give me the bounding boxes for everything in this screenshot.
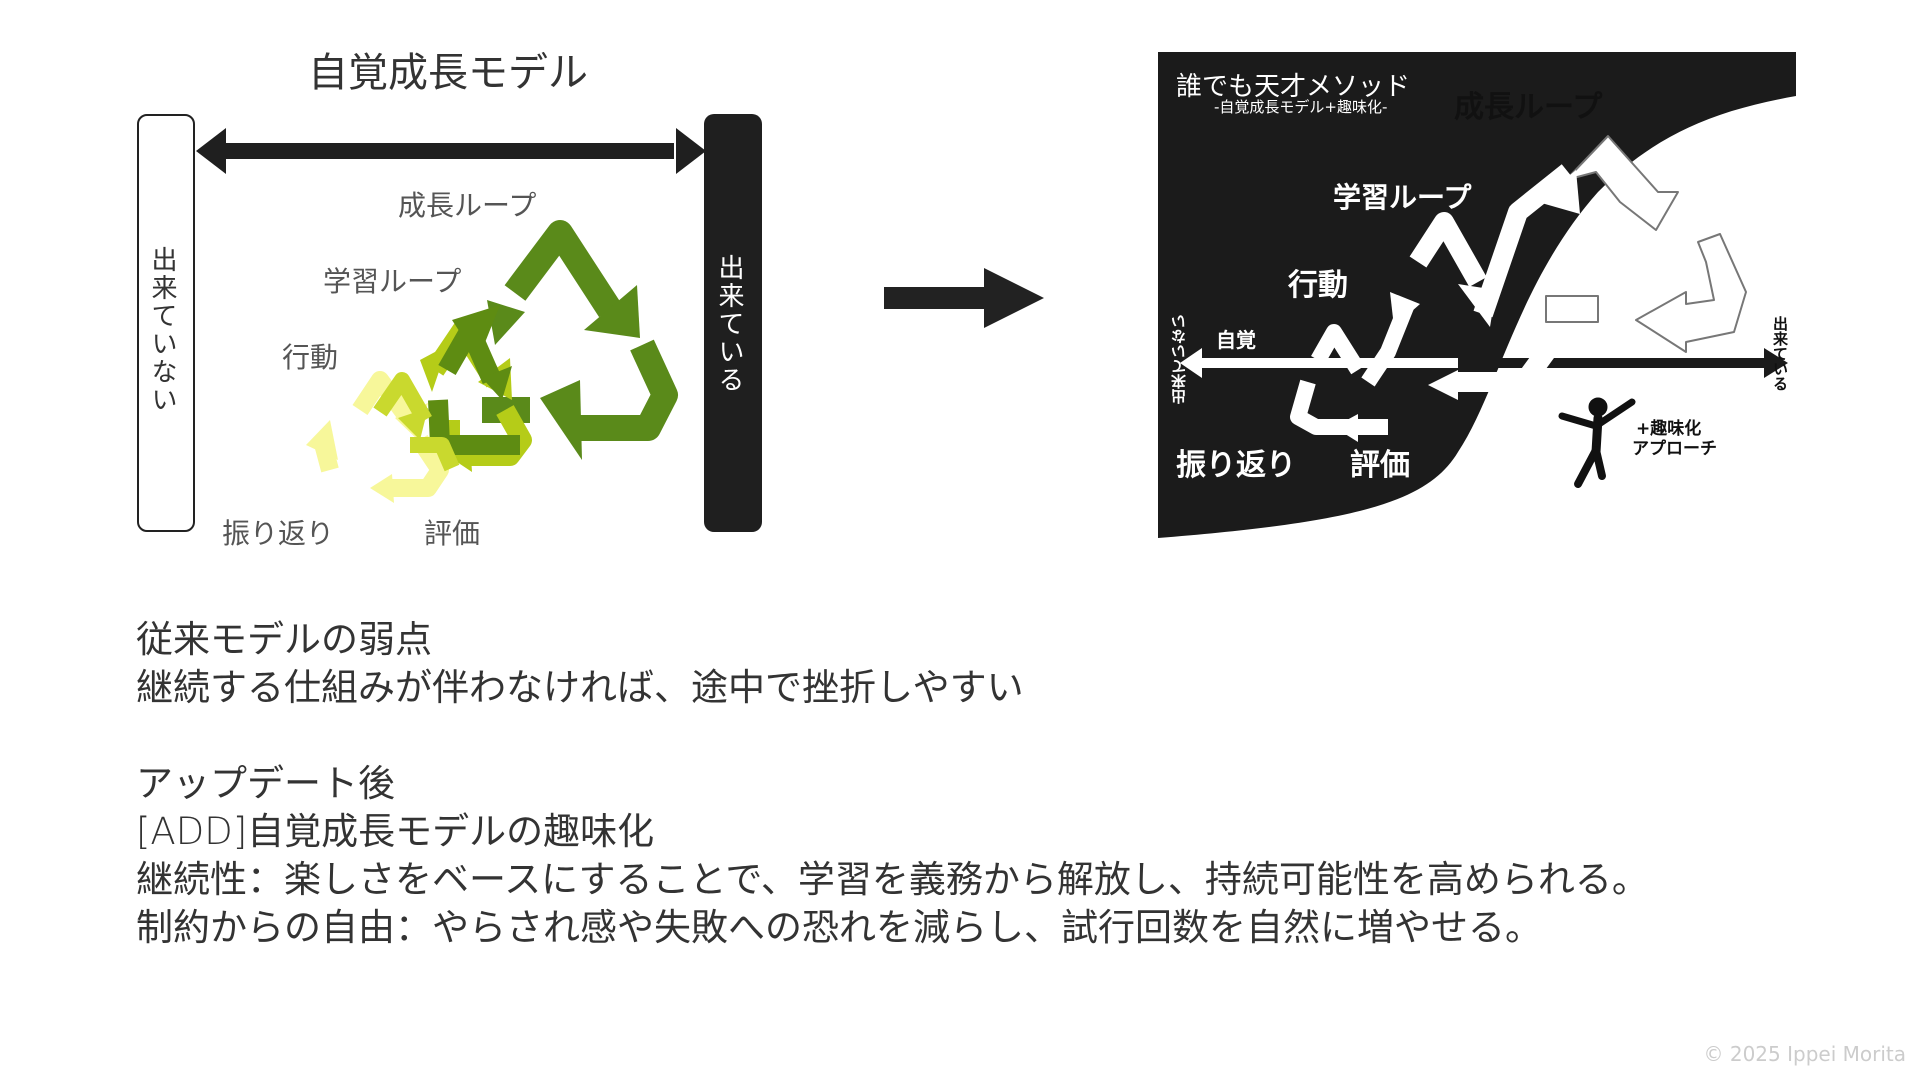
method-subtitle: -自覚成長モデル+趣味化-: [1214, 98, 1388, 116]
right-learning-loop-label: 学習ループ: [1333, 181, 1472, 214]
right-evaluation-label: 評価: [1350, 448, 1410, 483]
method-title: 誰でも天才メソッド: [1176, 72, 1411, 102]
body-text: 従来モデルの弱点 継続する仕組みが伴わなければ、途中で挫折しやすい アップデート…: [136, 616, 1649, 952]
right-learning-loop-icon: [1409, 164, 1575, 392]
awareness-label: 自覚: [1216, 328, 1256, 352]
genius-method-diagram: 誰でも天才メソッド -自覚成長モデル+趣味化- 成長ループ 学習ループ 行動 自…: [1158, 52, 1796, 538]
body-line-5: [ADD]自覚成長モデルの趣味化: [136, 810, 655, 853]
action-loop-icon: [313, 371, 449, 497]
double-arrow-icon: [196, 128, 706, 174]
copyright: © 2025 Ippei Morita: [1703, 1042, 1907, 1066]
right-action-arrowheads: [1334, 292, 1420, 442]
genius-method-graphics: [1158, 52, 1796, 538]
right-learning-arrowheads: [1428, 170, 1580, 400]
right-action-label: 行動: [1288, 268, 1348, 303]
learning-loop-label: 学習ループ: [323, 265, 462, 298]
not-done-bar: 出来ていない: [137, 114, 195, 532]
right-growth-loop-icon: [1545, 135, 1747, 353]
done-label: 出来ている: [714, 254, 744, 394]
action-label: 行動: [282, 341, 339, 374]
right-arrow-icon: [884, 268, 1044, 328]
hobby-approach-label-1: +趣味化: [1636, 419, 1702, 439]
reflection-label: 振り返り: [222, 517, 335, 550]
axis-left-label: 出来ていない: [1170, 314, 1188, 404]
person-icon: [1558, 397, 1636, 488]
right-reflection-label: 振り返り: [1176, 448, 1296, 483]
evaluation-label: 評価: [424, 517, 481, 550]
body-line-1: 従来モデルの弱点: [136, 618, 432, 661]
body-line-3: [136, 712, 1649, 760]
axis-right-label: 出来ている: [1771, 316, 1789, 391]
body-line-2: 継続する仕組みが伴わなければ、途中で挫折しやすい: [136, 666, 1024, 709]
right-growth-loop-label: 成長ループ: [1454, 90, 1603, 125]
body-line-6: 継続性：楽しさをベースにすることで、学習を義務から解放し、持続可能性を高められる…: [136, 858, 1649, 901]
not-done-label: 出来ていない: [147, 246, 177, 414]
left-diagram-title: 自覚成長モデル: [308, 50, 588, 96]
hobby-approach-label-2: アプローチ: [1632, 439, 1717, 459]
done-bar: 出来ている: [704, 114, 762, 532]
body-line-7: 制約からの自由：やらされ感や失敗への恐れを減らし、試行回数を自然に増やせる。: [136, 906, 1542, 949]
olive-arrowheads: [452, 305, 512, 400]
action-inner-loop-icon: [373, 372, 460, 472]
body-line-4: アップデート後: [136, 762, 395, 805]
growth-loop-label: 成長ループ: [398, 189, 537, 222]
